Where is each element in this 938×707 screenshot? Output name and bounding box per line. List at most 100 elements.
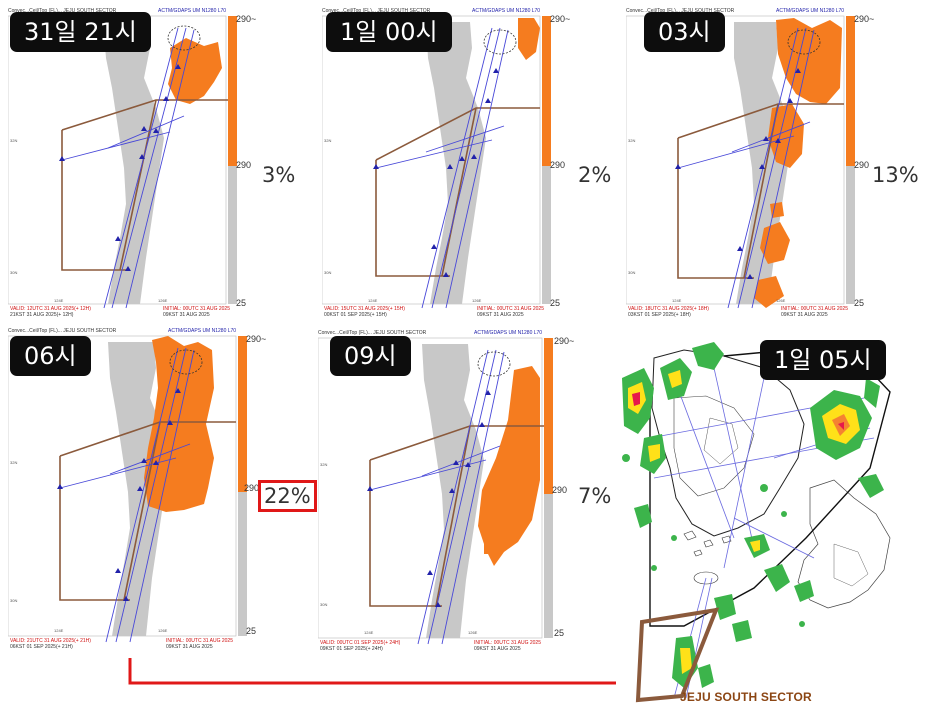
lat-top: 32N [10,138,18,143]
radar-time-badge: 1일 05시 [760,340,886,380]
japan-coastline [797,479,891,609]
convection-area [754,18,842,308]
land-mass [103,22,164,304]
lat-top: 32N [324,138,332,143]
time-badge-5: 09시 [330,336,411,376]
lat-top: 32N [628,138,636,143]
valid-text: VALID: 15UTC 31 AUG 2025(+ 15H)00KST 01 … [324,306,405,318]
scale-bottom: 25 [550,298,561,308]
scale-bar-low [238,492,247,636]
convection-area [478,366,540,566]
scale-top: 290~ [854,14,875,24]
probability-2: 2% [578,163,612,187]
scale-mid: 290 [552,485,568,495]
forecast-panel-5: Convec...Ceil/Top (FL)... JEJU SOUTH SEC… [318,330,574,655]
scale-top: 290~ [554,336,575,346]
radar-map [614,338,894,704]
lon-left: 124E [368,298,378,303]
valid-text: VALID: 21UTC 31 AUG 2025(+ 21H)06KST 01 … [10,638,91,650]
header-right: ACTM/GDAPS UM N1280 L70 [472,8,541,14]
lon-right: 126E [472,298,482,303]
forecast-map-4 [8,335,247,643]
probability-5: 7% [578,484,612,508]
forecast-map-3 [626,15,855,309]
lat-bottom: 30N [10,270,18,275]
flight-routes [677,27,815,309]
time-badge-4: 06시 [10,336,91,376]
convection-area [144,336,214,512]
probability-4-highlighted: 22% [258,480,317,512]
header-right: ACTM/GDAPS UM N1280 L70 [168,328,237,334]
scale-mid: 290 [854,160,870,170]
scale-mid: 290 [550,160,566,170]
valid-text: VALID: 18UTC 31 AUG 2025(+ 18H)03KST 01 … [628,306,709,318]
header-left: Convec...Ceil/Top (FL)... JEJU SOUTH SEC… [8,8,117,14]
convection-area [168,38,222,104]
radar-panel [614,338,894,704]
forecast-map-1 [8,15,237,309]
header-left: Convec...Ceil/Top (FL)... JEJU SOUTH SEC… [8,328,117,334]
scale-bottom: 25 [854,298,865,308]
scale-bar-low [544,494,553,638]
header-right: ACTM/GDAPS UM N1280 L70 [158,8,227,14]
radar-echoes [622,342,884,688]
airport-ring [167,25,201,51]
lon-left: 124E [54,298,64,303]
lat-bottom: 30N [628,270,636,275]
scale-bar-low [228,166,237,304]
header-left: Convec...Ceil/Top (FL)... JEJU SOUTH SEC… [626,8,735,14]
lon-left: 124E [672,298,682,303]
lon-left: 124E [364,630,374,635]
airport-ring [483,29,517,55]
valid-text: VALID: 12UTC 31 AUG 2025(+ 12H)21KST 31 … [10,306,91,318]
scale-bottom: 25 [246,626,257,636]
convection-area [518,18,540,60]
forecast-panel-1: Convec...Ceil/Top (FL)... JEJU SOUTH SEC… [8,8,256,318]
header-right: ACTM/GDAPS UM N1280 L70 [776,8,845,14]
header-right: ACTM/GDAPS UM N1280 L70 [474,330,543,336]
lat-bottom: 30N [10,598,18,603]
time-badge-2: 1일 00시 [326,12,452,52]
forecast-map-2 [322,15,551,309]
scale-bar-low [542,166,551,304]
scale-top: 290~ [246,334,267,344]
scale-bar-high [228,16,237,166]
header-left: Convec...Ceil/Top (FL)... JEJU SOUTH SEC… [322,8,431,14]
jeju-south-sector-label: JEJU SOUTH SECTOR [680,690,812,704]
forecast-panel-3: Convec...Ceil/Top (FL)... JEJU SOUTH SEC… [626,8,874,318]
valid-text: VALID: 00UTC 01 SEP 2025(+ 24H)09KST 01 … [320,640,401,652]
lon-left: 124E [54,628,64,633]
forecast-map-5 [318,337,553,645]
scale-bar-high [544,338,553,494]
waypoints [367,390,491,607]
waypoints [59,64,181,271]
header-left: Convec...Ceil/Top (FL)... JEJU SOUTH SEC… [318,330,427,336]
lat-bottom: 30N [324,270,332,275]
scale-top: 290~ [550,14,571,24]
lon-right: 126E [776,298,786,303]
time-badge-3: 03시 [644,12,725,52]
coastline [651,349,805,537]
scale-bottom: 25 [236,298,247,308]
scale-bar-high [542,16,551,166]
lat-top: 32N [10,460,18,465]
scale-bar-high [846,16,855,166]
airport-ring [477,351,511,377]
airport-ring [169,349,203,375]
waypoints [675,68,801,279]
lon-right: 126E [158,298,168,303]
forecast-panel-2: Convec...Ceil/Top (FL)... JEJU SOUTH SEC… [322,8,570,318]
waypoints [373,68,499,277]
lon-right: 126E [468,630,478,635]
airport-ring [787,29,821,55]
forecast-panel-4: Convec...Ceil/Top (FL)... JEJU SOUTH SEC… [8,328,266,653]
probability-1: 3% [262,163,296,187]
scale-bottom: 25 [554,628,565,638]
scale-bar-high [238,336,247,492]
scale-mid: 290 [236,160,252,170]
